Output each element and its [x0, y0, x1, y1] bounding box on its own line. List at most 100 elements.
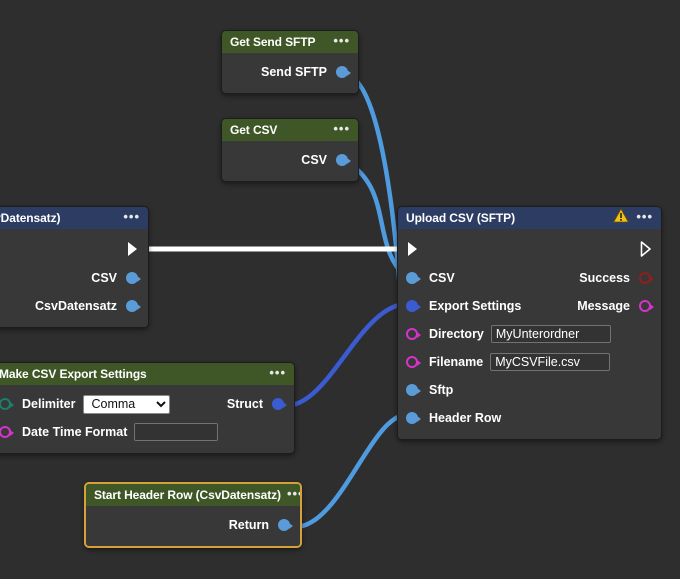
pin-disc: [406, 412, 418, 424]
filename-input[interactable]: [490, 353, 611, 371]
wire-return-to-headerrow: [292, 412, 408, 530]
pin-row-sftp: Sftp: [398, 376, 661, 404]
input-pin-sftp[interactable]: [406, 383, 421, 397]
pin-row-csv: CSV: [222, 146, 358, 174]
node-header[interactable]: Start Header Row (CsvDatensatz) •••: [86, 484, 300, 506]
node-header[interactable]: Upload CSV (SFTP) •••: [398, 207, 661, 229]
node-header[interactable]: Make CSV Export Settings •••: [0, 363, 294, 385]
pin-row-csv: CSV Success: [398, 264, 661, 292]
node-start-header-row[interactable]: Start Header Row (CsvDatensatz) ••• Retu…: [84, 482, 302, 548]
node-body: Delimiter CommaSemicolonTabSpacePipe Str…: [0, 385, 294, 453]
pin-nub: [137, 276, 141, 282]
output-pin-struct[interactable]: [272, 397, 287, 411]
node-body: CSV: [222, 141, 358, 181]
directory-input[interactable]: [490, 325, 611, 343]
pin-row-datetime-format: Date Time Format: [0, 418, 294, 446]
input-pin-header-row[interactable]: [406, 411, 421, 425]
pin-label: Return: [228, 518, 269, 532]
node-body: CSV CsvDatensatz: [0, 229, 148, 327]
ellipsis-icon[interactable]: •••: [123, 208, 140, 224]
pin-row-delimiter: Delimiter CommaSemicolonTabSpacePipe Str…: [0, 390, 294, 418]
delimiter-select[interactable]: CommaSemicolonTabSpacePipe: [82, 394, 170, 414]
output-pin-csv[interactable]: [336, 153, 351, 167]
output-pin-return[interactable]: [278, 518, 293, 532]
pin-row-filename: Filename: [398, 348, 661, 376]
node-upload-csv-sftp[interactable]: Upload CSV (SFTP) •••: [397, 206, 662, 440]
pin-row-csv: CSV: [0, 264, 148, 292]
input-pin-directory[interactable]: [406, 327, 421, 341]
pin-disc: [336, 154, 348, 166]
pin-nub: [417, 332, 421, 338]
pin-nub: [417, 304, 421, 310]
ellipsis-icon[interactable]: •••: [333, 120, 350, 136]
output-pin-csvdatensatz[interactable]: [126, 299, 141, 313]
node-header[interactable]: Get Send SFTP •••: [222, 31, 358, 53]
output-pin-message[interactable]: [639, 299, 654, 313]
ellipsis-icon[interactable]: •••: [269, 364, 286, 380]
node-title: o CSV (CsvDatensatz): [0, 211, 61, 225]
node-title: Upload CSV (SFTP): [406, 211, 515, 225]
pin-label: Delimiter: [22, 397, 76, 411]
pin-nub: [283, 402, 287, 408]
pin-nub: [650, 276, 654, 282]
node-title: Get CSV: [230, 123, 278, 137]
exec-output-pin[interactable]: [126, 240, 140, 258]
input-pin-delimiter[interactable]: [0, 397, 14, 411]
node-title: Get Send SFTP: [230, 35, 316, 49]
ellipsis-icon[interactable]: •••: [286, 485, 302, 501]
pin-row-return: Return: [86, 511, 300, 539]
node-get-send-sftp[interactable]: Get Send SFTP ••• Send SFTP: [221, 30, 359, 94]
node-body: CSV Success Export Settings Message: [398, 229, 661, 439]
node-body: Return: [86, 506, 300, 546]
node-header[interactable]: Get CSV •••: [222, 119, 358, 141]
pin-disc: [406, 300, 418, 312]
pin-disc: [336, 66, 348, 78]
pin-label: CSV: [429, 271, 455, 285]
pin-disc: [126, 300, 138, 312]
pin-label: Export Settings: [429, 299, 522, 313]
pin-nub: [347, 70, 351, 76]
pin-label: CSV: [91, 271, 117, 285]
node-title: Start Header Row (CsvDatensatz): [94, 488, 281, 502]
ellipsis-icon[interactable]: •••: [636, 208, 653, 224]
wire-struct-to-exportsettings: [282, 301, 408, 409]
node-get-csv[interactable]: Get CSV ••• CSV: [221, 118, 359, 182]
exec-row: [398, 234, 661, 264]
pin-nub: [417, 276, 421, 282]
node-header[interactable]: o CSV (CsvDatensatz) •••: [0, 207, 148, 229]
pin-nub: [417, 416, 421, 422]
pin-disc: [406, 272, 418, 284]
node-to-csv[interactable]: o CSV (CsvDatensatz) ••• CSV C: [0, 206, 149, 328]
input-pin-date-time-format[interactable]: [0, 425, 14, 439]
output-pin-csv[interactable]: [126, 271, 141, 285]
pin-label: CSV: [301, 153, 327, 167]
pin-nub: [417, 360, 421, 366]
node-title: Make CSV Export Settings: [0, 367, 147, 381]
input-pin-export-settings[interactable]: [406, 299, 421, 313]
input-pin-filename[interactable]: [406, 355, 421, 369]
pin-row-send-sftp: Send SFTP: [222, 58, 358, 86]
pin-label: Send SFTP: [261, 65, 327, 79]
ellipsis-icon[interactable]: •••: [333, 32, 350, 48]
exec-row: [0, 234, 148, 264]
pin-row-header-row: Header Row: [398, 404, 661, 432]
pin-label: Header Row: [429, 411, 502, 425]
pin-disc: [126, 272, 138, 284]
pin-nub: [10, 430, 14, 436]
pin-disc: [278, 519, 290, 531]
node-make-csv-export-settings[interactable]: Make CSV Export Settings ••• Delimiter C…: [0, 362, 295, 454]
pin-disc: [406, 384, 418, 396]
exec-output-pin[interactable]: [639, 240, 653, 258]
output-pin-success[interactable]: [639, 271, 654, 285]
pin-label: Struct: [226, 397, 263, 411]
pin-nub: [137, 304, 141, 310]
exec-input-pin[interactable]: [406, 240, 420, 258]
date-time-format-input[interactable]: [134, 423, 219, 441]
pin-nub: [417, 388, 421, 394]
pin-nub: [10, 402, 14, 408]
warning-triangle-icon[interactable]: [613, 208, 630, 228]
input-pin-csv[interactable]: [406, 271, 421, 285]
output-pin-send-sftp[interactable]: [336, 65, 351, 79]
pin-label: Filename: [429, 355, 484, 369]
